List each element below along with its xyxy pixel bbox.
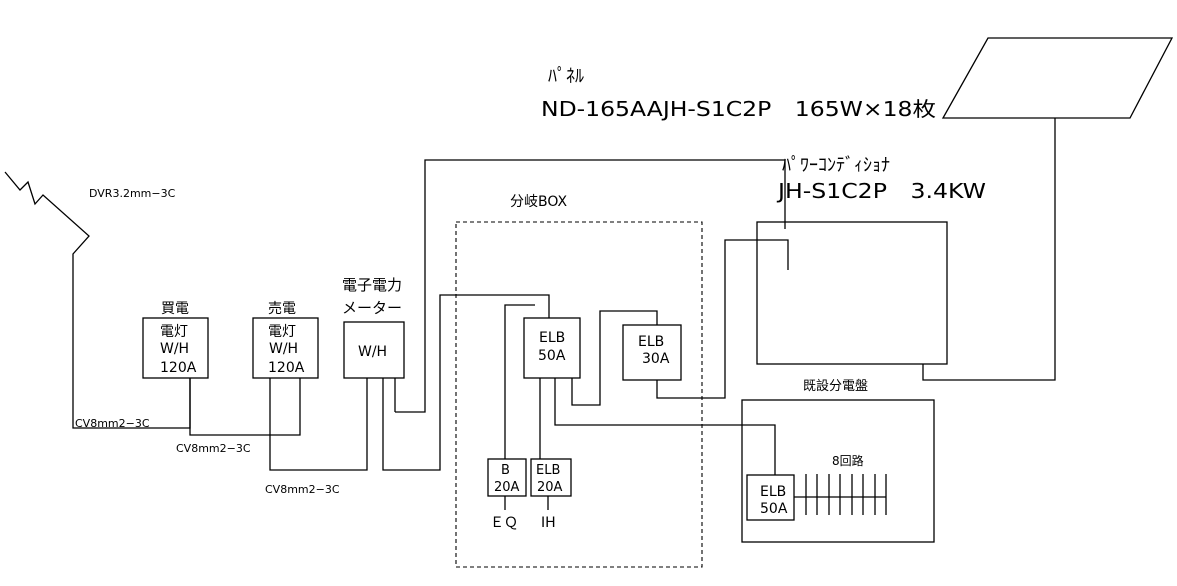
existing-elb-line2: 50A: [760, 501, 788, 517]
existing-panel-title: 既設分電盤: [803, 378, 868, 394]
cable-cv-bottom: CV8mm2−3C: [265, 483, 340, 496]
existing-circuits-label: 8回路: [832, 453, 864, 468]
elb-pcs-box: [622, 324, 682, 381]
sell-emeter-line: [269, 378, 368, 471]
elb20-line1: ELB: [536, 463, 560, 478]
ih-label: IH: [541, 515, 556, 531]
existing-panel-box: [741, 399, 935, 543]
branch-box-title: 分岐BOX: [510, 194, 567, 210]
elb-main-line1: ELB: [539, 330, 565, 346]
sell-meter-line3: 120A: [268, 360, 305, 376]
pcs-breaker-to-pcs: [656, 239, 789, 399]
main-to-existing: [554, 378, 776, 475]
elb-main-box: [523, 317, 581, 379]
main-to-pcs-breaker: [571, 310, 658, 406]
circuit-branches: [805, 474, 887, 515]
sell-meter-line1: 電灯: [268, 324, 296, 340]
buy-meter-label: 買電: [161, 301, 189, 317]
solar-panel-shape: [941, 37, 1174, 119]
electronic-meter-box: [343, 321, 405, 379]
buy-meter-box: [142, 317, 209, 379]
electronic-meter-line1: W/H: [358, 344, 387, 360]
elb-pcs-line2: 30A: [642, 351, 670, 367]
emeter-out-line-1: [382, 294, 550, 471]
main-to-b20: [504, 304, 535, 459]
antenna-cable-label: DVR3.2mm−3C: [89, 187, 176, 200]
elb-pcs-line1: ELB: [638, 334, 664, 350]
electronic-meter-label1: 電子電力: [342, 276, 402, 294]
pcs-title: ﾊﾟﾜｰｺﾝﾃﾞｨｼｮﾅ: [782, 155, 890, 176]
antenna-symbol: [4, 171, 191, 429]
sell-meter-label: 売電: [268, 301, 296, 317]
buy-meter-line2: W/H: [160, 341, 189, 357]
b20-line1: B: [501, 463, 510, 478]
electronic-meter-label2: メーター: [342, 299, 402, 317]
buy-meter-line1: 電灯: [160, 324, 188, 340]
sell-meter-box: [252, 317, 319, 379]
existing-elb-line1: ELB: [760, 484, 786, 500]
pcs-box: [756, 221, 948, 365]
b20-line2: 20A: [494, 480, 520, 495]
branch-box-frame: [455, 221, 703, 568]
cable-cv-mid: CV8mm2−3C: [176, 442, 251, 455]
pcs-spec: JH-S1C2P 3.4KW: [776, 179, 987, 203]
pcs-top-wire: [395, 159, 786, 413]
elb20-line2: 20A: [537, 480, 563, 495]
cable-cv-left: CV8mm2−3C: [75, 417, 150, 430]
eq-label: ＥＱ: [490, 515, 518, 531]
b20-box: [487, 458, 527, 497]
panel-spec: ND-165AAJH-S1C2P 165W×18枚: [541, 97, 936, 121]
elb20-box: [530, 458, 572, 497]
buy-meter-line3: 120A: [160, 360, 197, 376]
elb-main-line2: 50A: [538, 348, 566, 364]
panel-output-line: [922, 118, 1056, 381]
sell-meter-line2: W/H: [269, 341, 298, 357]
buy-sell-line: [189, 378, 301, 436]
panel-title: ﾊﾟﾈﾙ: [548, 66, 584, 87]
